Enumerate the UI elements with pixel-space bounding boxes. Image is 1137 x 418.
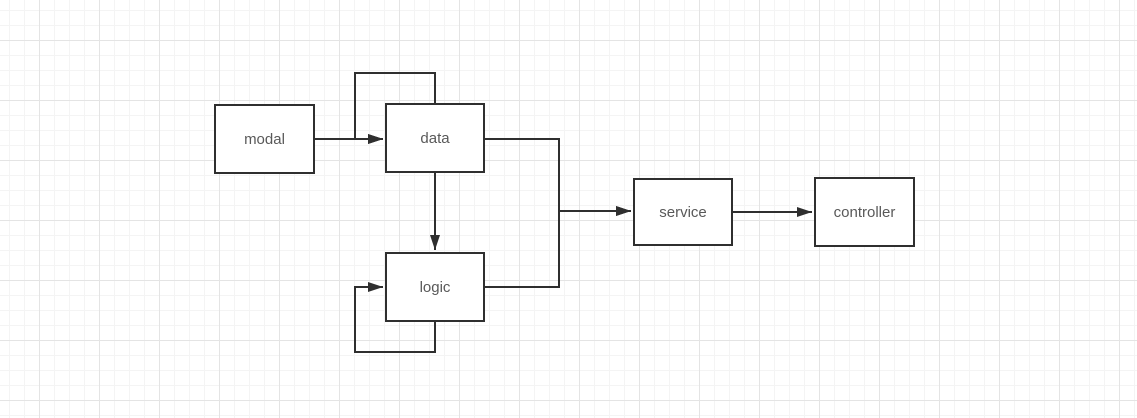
node-service[interactable]: service (633, 178, 733, 246)
edge-data-to-service[interactable] (485, 138, 631, 216)
node-controller[interactable]: controller (814, 177, 915, 247)
edge-data-to-data[interactable] (354, 72, 436, 144)
edges-group (315, 72, 812, 353)
node-label-logic: logic (419, 278, 451, 296)
node-data[interactable]: data (385, 103, 485, 173)
edge-logic-to-service[interactable] (485, 206, 631, 288)
node-label-data: data (420, 129, 450, 147)
node-label-modal: modal (244, 130, 285, 148)
node-label-controller: controller (833, 203, 896, 221)
edge-logic-to-logic[interactable] (354, 282, 436, 353)
node-label-service: service (659, 203, 707, 221)
node-modal[interactable]: modal (214, 104, 315, 174)
node-logic[interactable]: logic (385, 252, 485, 322)
